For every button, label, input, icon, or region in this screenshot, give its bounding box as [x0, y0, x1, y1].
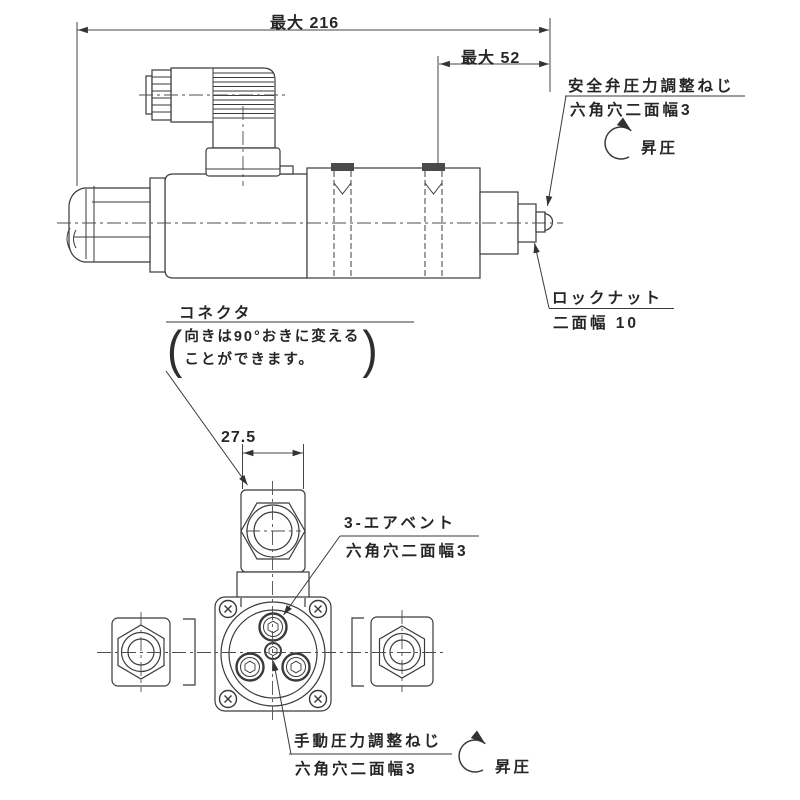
clockwise-rotation-icon [458, 730, 486, 773]
lock-nut-spec: 二面幅 10 [553, 315, 640, 332]
connector-note: ( 向きは90°おきに変える ことができます。 ) [167, 319, 378, 379]
connector-neck [236, 571, 310, 599]
air-vent-label: 3-エアベント [344, 515, 456, 532]
lock-nut-label: ロックナット [552, 290, 664, 307]
end-plug [68, 187, 151, 263]
side-view [68, 67, 554, 279]
mounting-bolt-hidden-lines [331, 163, 445, 277]
body-tab [278, 165, 294, 175]
din-connector-elbow [170, 67, 276, 149]
adjustment-screw-body [535, 211, 546, 233]
leader-locknut [533, 242, 550, 309]
side-view-details [66, 68, 546, 262]
adjustment-screw-tip [544, 212, 554, 232]
leader-safety [545, 95, 567, 207]
manual-screw-label: 手動圧力調整ねじ [294, 733, 443, 750]
connector-note-line2: ことができます。 [184, 352, 315, 368]
leader-airvent [283, 535, 341, 616]
manual-screw-spec: 六角穴二面幅3 [295, 761, 418, 778]
mounting-flange [214, 596, 332, 712]
manual-boost-label: 昇圧 [495, 759, 533, 776]
connector-note-line1: 向きは90°おきに変える [184, 329, 361, 345]
connector-label: コネクタ [179, 305, 253, 322]
centerlines [57, 94, 563, 724]
clockwise-rotation-icon [604, 117, 632, 160]
flange-inner-circle [228, 609, 318, 699]
paren-open: ( [167, 319, 183, 379]
paren-close: ) [362, 319, 378, 379]
leader-manual [272, 660, 292, 755]
safety-valve-screw-spec: 六角穴二面幅3 [570, 102, 693, 119]
air-vent-spec: 六角穴二面幅3 [346, 543, 469, 560]
callout-leaders [165, 95, 745, 755]
flange-outer-circle [220, 601, 326, 707]
solenoid-coil-body [164, 173, 308, 279]
connector-hex-nut [240, 502, 306, 560]
corner-screws [218, 599, 328, 709]
manual-screw-end-view [264, 642, 282, 660]
dim-connector-width-label: 27.5 [221, 429, 257, 446]
port-block-right [370, 616, 434, 687]
dim-overall-length-label: 最大 216 [270, 15, 340, 32]
safety-boost-label: 昇圧 [641, 140, 679, 157]
air-vent-screws [235, 612, 311, 682]
rotation-icons [458, 117, 632, 773]
coil-collar [149, 177, 166, 273]
dimension-lines [76, 18, 551, 489]
leader-connector [165, 370, 248, 486]
dim-screw-section-label: 最大 52 [461, 50, 521, 67]
safety-valve-screw-label: 安全弁圧力調整ねじ [568, 78, 735, 95]
